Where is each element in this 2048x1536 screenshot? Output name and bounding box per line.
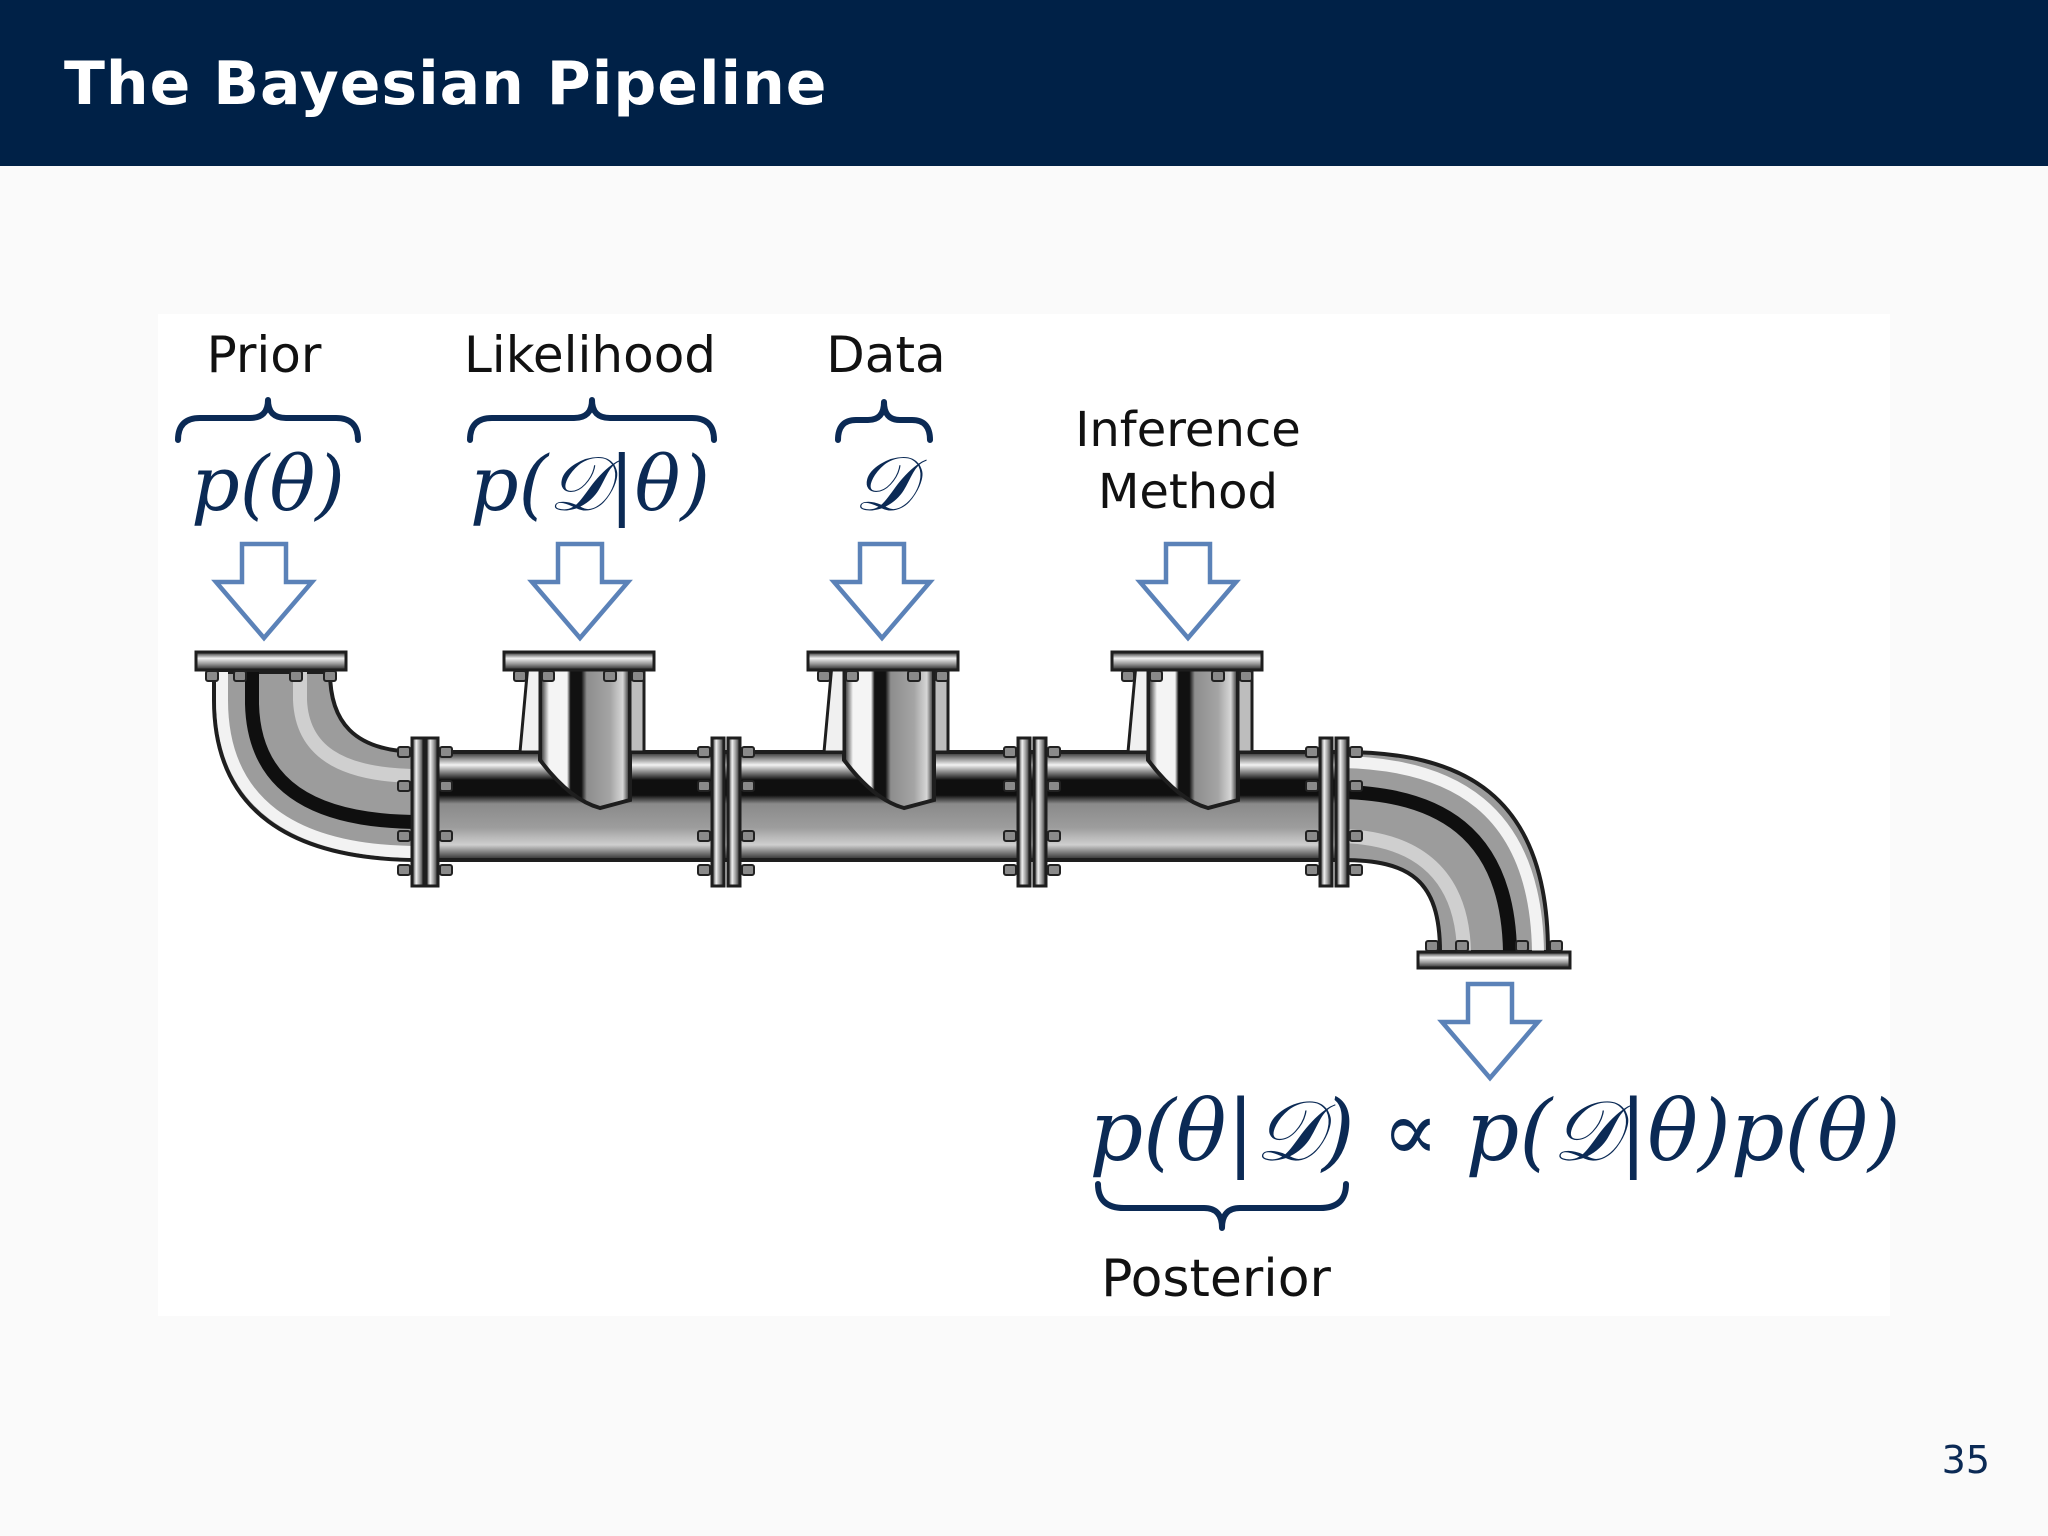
inference-method-label-line2: Method [1098, 464, 1278, 520]
prior-math: p(θ) [191, 439, 345, 528]
risers [518, 662, 1254, 811]
data-label: Data [826, 326, 945, 384]
likelihood-curly-brace-icon [467, 397, 717, 443]
inference-method-label-line1: Inference [1075, 402, 1301, 458]
posterior-curly-brace-icon [1095, 1181, 1349, 1231]
bayes-rule-rhs: ∝ p(𝒟|θ)p(θ) [1382, 1082, 1901, 1180]
title-bar: The Bayesian Pipeline [0, 0, 2048, 166]
prior-curly-brace-icon [175, 397, 361, 443]
page-number: 35 [1941, 1438, 1990, 1482]
slide-title: The Bayesian Pipeline [64, 49, 828, 119]
right-elbow [1340, 749, 1551, 954]
posterior-label: Posterior [1101, 1249, 1331, 1309]
data-curly-brace-icon [835, 399, 933, 443]
likelihood-math: p(𝒟|θ) [470, 439, 710, 528]
prior-down-arrow-icon [216, 544, 312, 638]
posterior-down-arrow-icon [1442, 984, 1538, 1078]
prior-label: Prior [207, 326, 322, 384]
posterior-term: p(θ|𝒟) [1089, 1082, 1354, 1180]
likelihood-label: Likelihood [464, 326, 716, 384]
coupling-flanges [397, 736, 1363, 888]
pipe-illustration [194, 650, 1572, 970]
data-math: 𝒟 [854, 439, 927, 528]
top-flanges [194, 650, 1572, 970]
data-down-arrow-icon [834, 544, 930, 638]
left-elbow [212, 670, 422, 863]
inference-down-arrow-icon [1140, 544, 1236, 638]
likelihood-down-arrow-icon [532, 544, 628, 638]
